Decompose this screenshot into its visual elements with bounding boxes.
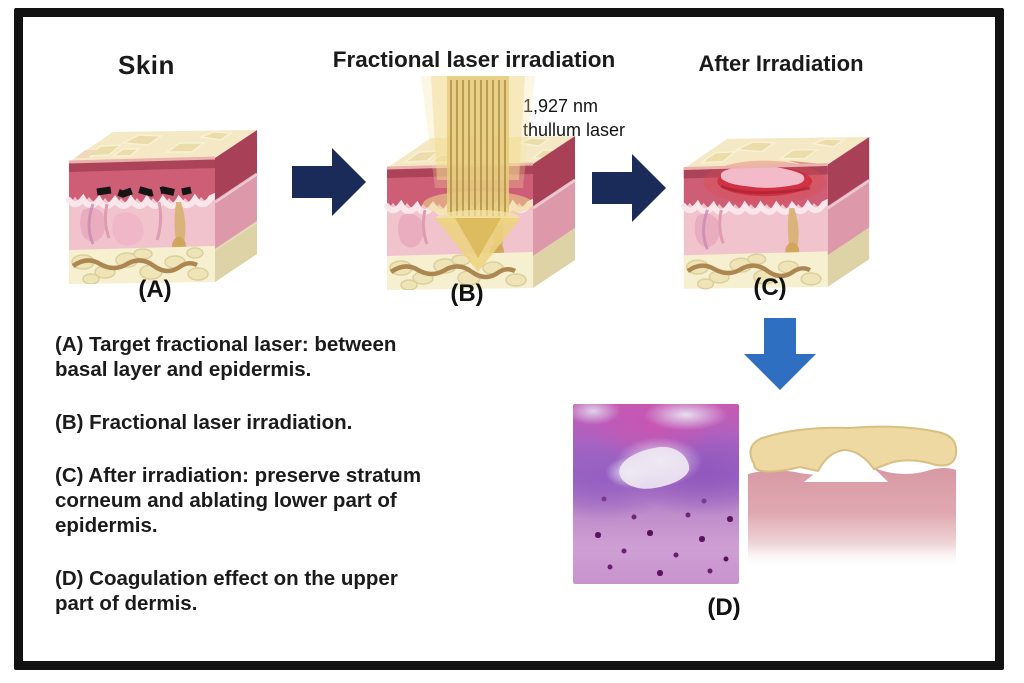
preserved-stratum-corneum bbox=[749, 425, 958, 473]
arrow-b-to-c-icon bbox=[592, 154, 666, 222]
cube-side-dermis bbox=[215, 174, 257, 250]
histology-cell-dots bbox=[583, 414, 585, 416]
panel-b-title: Fractional laser irradiation bbox=[332, 47, 616, 72]
cube-side-subcutis bbox=[215, 222, 257, 282]
laser-wavelength-line1: 1,927 nm bbox=[523, 96, 599, 116]
target-dashed-line bbox=[96, 185, 192, 198]
laser-wavelength-label: 1,927 nm thullum laser bbox=[523, 94, 625, 143]
blood-vessel bbox=[71, 258, 199, 274]
laser-beam bbox=[421, 76, 535, 272]
arrow-a-to-b-icon bbox=[292, 148, 366, 216]
panel-c-title: After Irradiation bbox=[698, 51, 864, 76]
panel-d-label: (D) bbox=[707, 594, 741, 621]
panel-c-label: (C) bbox=[753, 274, 787, 301]
description-list: (A) Target fractional laser: between bas… bbox=[55, 332, 513, 644]
description-c: (C) After irradiation: preserve stratum … bbox=[55, 464, 422, 537]
hair-follicle bbox=[174, 202, 186, 247]
basal-layer-line bbox=[66, 193, 218, 209]
skin-cube-a-illustration bbox=[66, 130, 258, 284]
histology-white-blotch bbox=[616, 443, 692, 493]
description-a: (A) Target fractional laser: between bas… bbox=[55, 333, 397, 381]
panel-a-label: (A) bbox=[138, 276, 172, 303]
histology-image bbox=[573, 404, 739, 584]
coagulation-schematic-illustration bbox=[748, 425, 958, 569]
skin-cube-c-illustration bbox=[680, 136, 871, 290]
description-d: (D) Coagulation effect on the upper part… bbox=[55, 567, 398, 615]
stratum-corneum-tiles bbox=[84, 131, 234, 157]
panel-a-title: Skin bbox=[118, 50, 175, 80]
dermis-block bbox=[748, 466, 956, 569]
panel-b-label: (B) bbox=[450, 280, 484, 307]
description-b: (B) Fractional laser irradiation. bbox=[55, 411, 353, 434]
arrow-c-to-d-icon bbox=[744, 318, 816, 390]
cube-side-epidermis bbox=[215, 130, 257, 202]
ablated-white-gap bbox=[804, 448, 888, 482]
laser-wavelength-line2: thullum laser bbox=[523, 120, 626, 141]
ablation-zone bbox=[703, 160, 826, 204]
fat-lobules bbox=[71, 247, 209, 284]
skin-cube-b-illustration bbox=[384, 76, 576, 290]
